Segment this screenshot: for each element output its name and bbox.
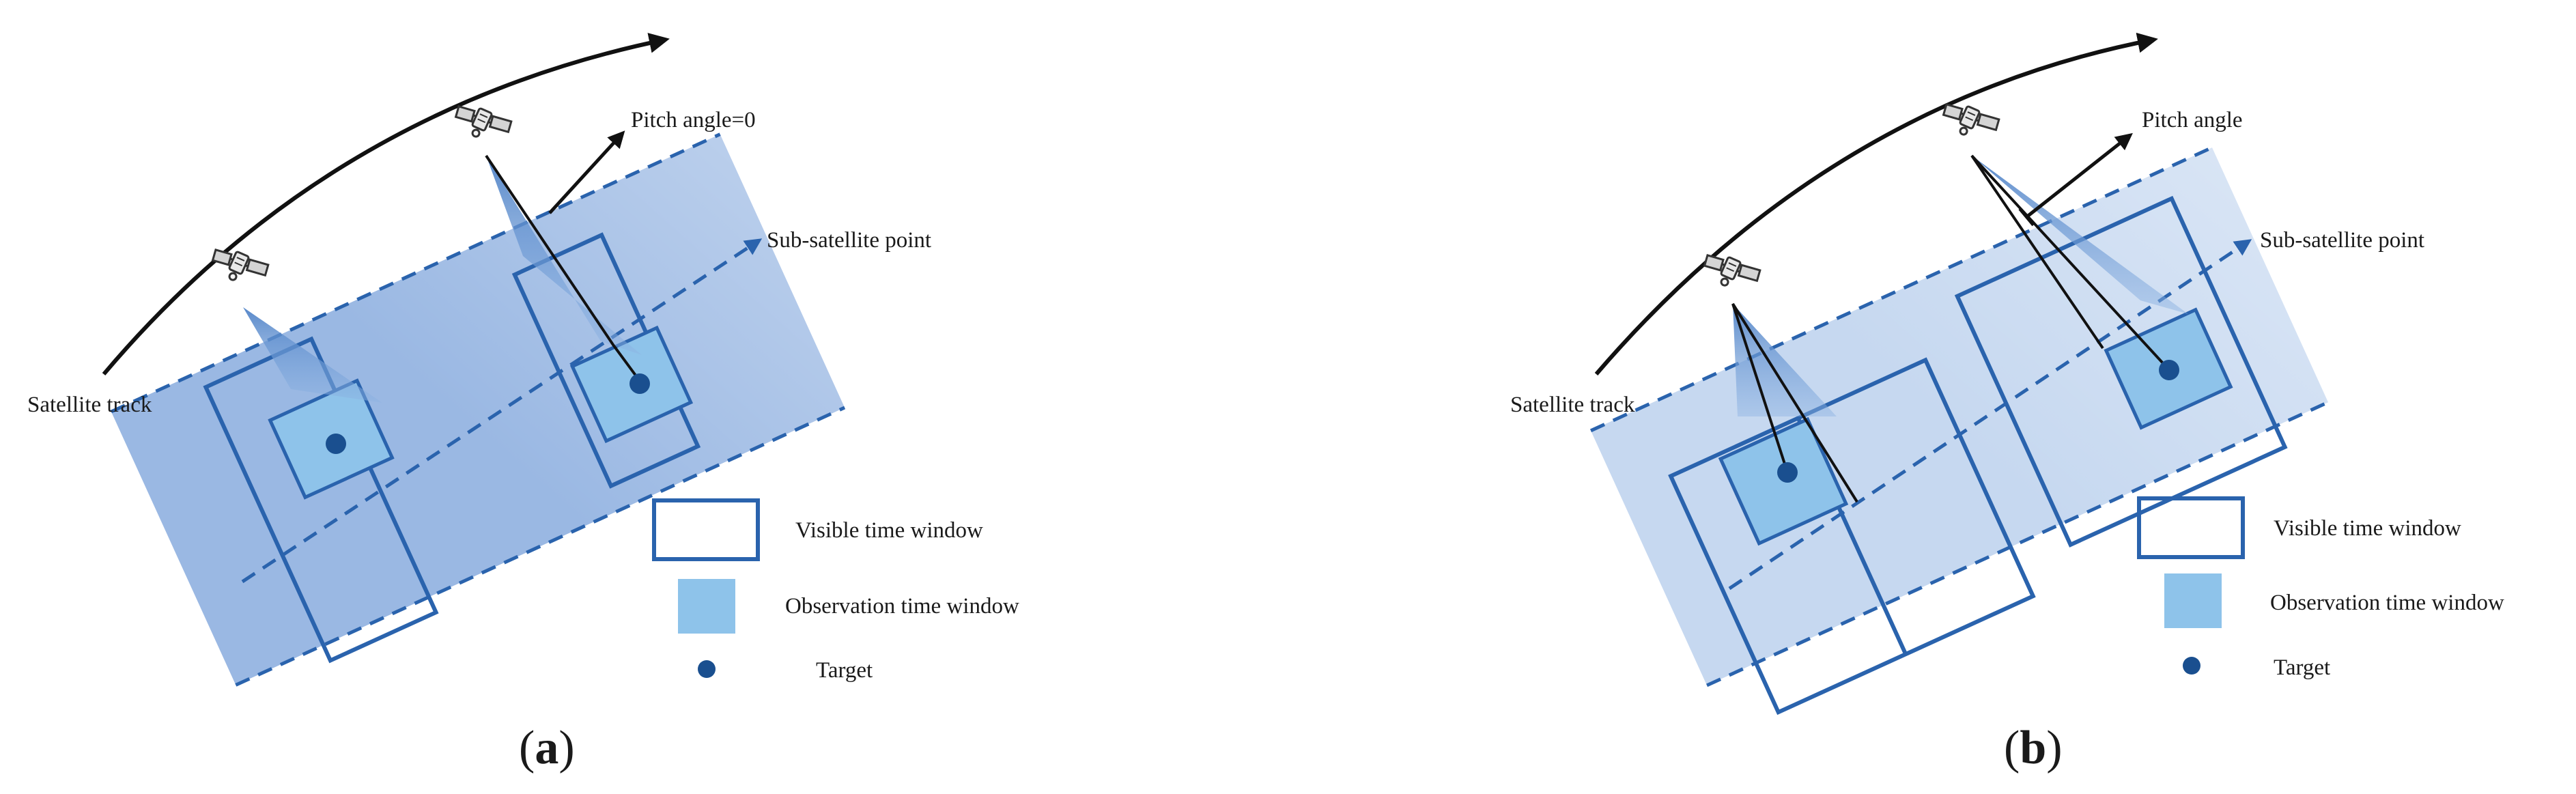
legend-observation-label: Observation time window <box>785 594 1019 619</box>
legend-observation-swatch <box>678 579 735 634</box>
panel-a: Satellite track Pitch angle=0 Sub-satell… <box>27 33 1019 774</box>
legend-observation-swatch <box>2164 573 2222 628</box>
panel-b-sensor-cone-1 <box>1733 304 1837 416</box>
panel-a-visible-window-1 <box>203 336 439 664</box>
target-dot-icon <box>698 660 716 678</box>
panel-b-sight-lines-1 <box>1731 302 1858 503</box>
satellite-icon <box>1936 96 2002 147</box>
panel-a-sight-line <box>485 154 643 385</box>
panel-a-target-1 <box>326 434 346 454</box>
panel-b-letter: (b) <box>2004 722 2063 774</box>
legend-visible-swatch <box>2137 496 2245 559</box>
panel-b-sight-lines-2 <box>1970 154 2172 373</box>
satellite-icon <box>206 242 271 293</box>
panel-b-sensor-cone-2 <box>1972 156 2188 314</box>
panel-b-satellite-track-label: Satellite track <box>1510 393 1635 417</box>
panel-a-satellite-track-label: Satellite track <box>27 393 152 417</box>
panel-b-legend: Visible time window Observation time win… <box>2137 496 2504 680</box>
panel-b-visible-window-2 <box>1954 195 2288 548</box>
panel-b-letter-text: b <box>2020 722 2046 774</box>
panel-b-target-2 <box>2159 360 2179 380</box>
panel-b-pitch-arrow <box>2025 132 2133 218</box>
panel-a-subsatellite-line <box>241 238 763 584</box>
panel-b: Satellite track Pitch angle Sub-satellit… <box>1510 32 2504 774</box>
satellite-icon <box>449 98 514 150</box>
panel-a-sensor-cone-1 <box>243 307 382 403</box>
legend-visible-swatch <box>652 498 760 561</box>
panel-a-letter: (a) <box>519 722 575 774</box>
panel-b-satellite-track <box>1594 32 2158 375</box>
legend-target-label: Target <box>2274 655 2330 680</box>
legend-visible-label: Visible time window <box>2274 516 2461 541</box>
panel-b-pitch-tick <box>2018 208 2035 227</box>
panel-a-pitch-arrow <box>548 130 625 214</box>
panel-a-satellite-track <box>102 33 670 375</box>
target-dot-icon <box>2183 657 2200 675</box>
legend-observation-label: Observation time window <box>2270 591 2504 615</box>
panel-a-letter-text: a <box>535 722 558 774</box>
panel-b-target-1 <box>1777 462 1798 483</box>
satellite-icon <box>1697 247 1763 298</box>
panel-a-target-2 <box>629 373 650 394</box>
legend-target-label: Target <box>816 658 873 683</box>
panel-b-pitch-label: Pitch angle <box>2142 108 2243 132</box>
panel-a-legend: Visible time window Observation time win… <box>652 498 1019 683</box>
panel-a-pitch-label: Pitch angle=0 <box>631 108 756 132</box>
panel-a-subsatellite-label: Sub-satellite point <box>767 228 931 253</box>
panel-b-subsatellite-label: Sub-satellite point <box>2260 228 2424 253</box>
legend-visible-label: Visible time window <box>795 518 983 543</box>
